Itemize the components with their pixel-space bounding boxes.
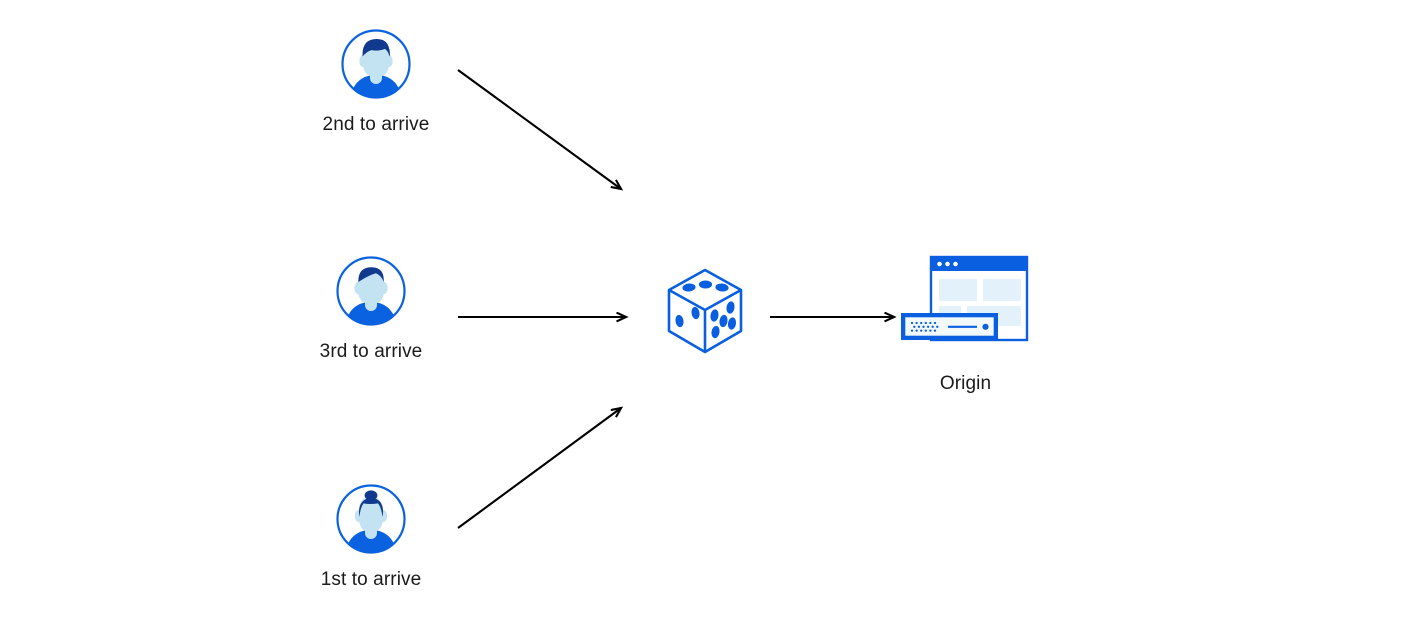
dice-left-pips xyxy=(675,306,700,328)
node-label-first-to-arrive: 1st to arrive xyxy=(320,569,422,590)
arrow-2nd-to-dice xyxy=(457,69,621,189)
dice-right-pips xyxy=(710,301,737,339)
server-vent-dots xyxy=(910,321,939,332)
node-first-to-arrive: 1st to arrive xyxy=(306,483,436,591)
node-second-to-arrive: 2nd to arrive xyxy=(311,28,441,136)
user-avatar-icon xyxy=(340,28,412,100)
node-third-to-arrive: 3rd to arrive xyxy=(306,255,436,363)
user-avatar-icon xyxy=(335,483,407,555)
user-avatar-icon xyxy=(335,255,407,327)
dice-top-pips xyxy=(682,280,729,292)
node-label-origin: Origin xyxy=(939,373,992,394)
server-appliance-icon xyxy=(901,313,998,340)
origin-server-icon xyxy=(893,252,1038,360)
dice-icon xyxy=(662,265,748,357)
arrow-1st-to-dice xyxy=(457,408,621,529)
node-origin-server: Origin xyxy=(893,252,1038,395)
node-label-second-to-arrive: 2nd to arrive xyxy=(322,114,430,135)
node-random-selector xyxy=(660,265,750,357)
node-label-third-to-arrive: 3rd to arrive xyxy=(319,341,423,362)
